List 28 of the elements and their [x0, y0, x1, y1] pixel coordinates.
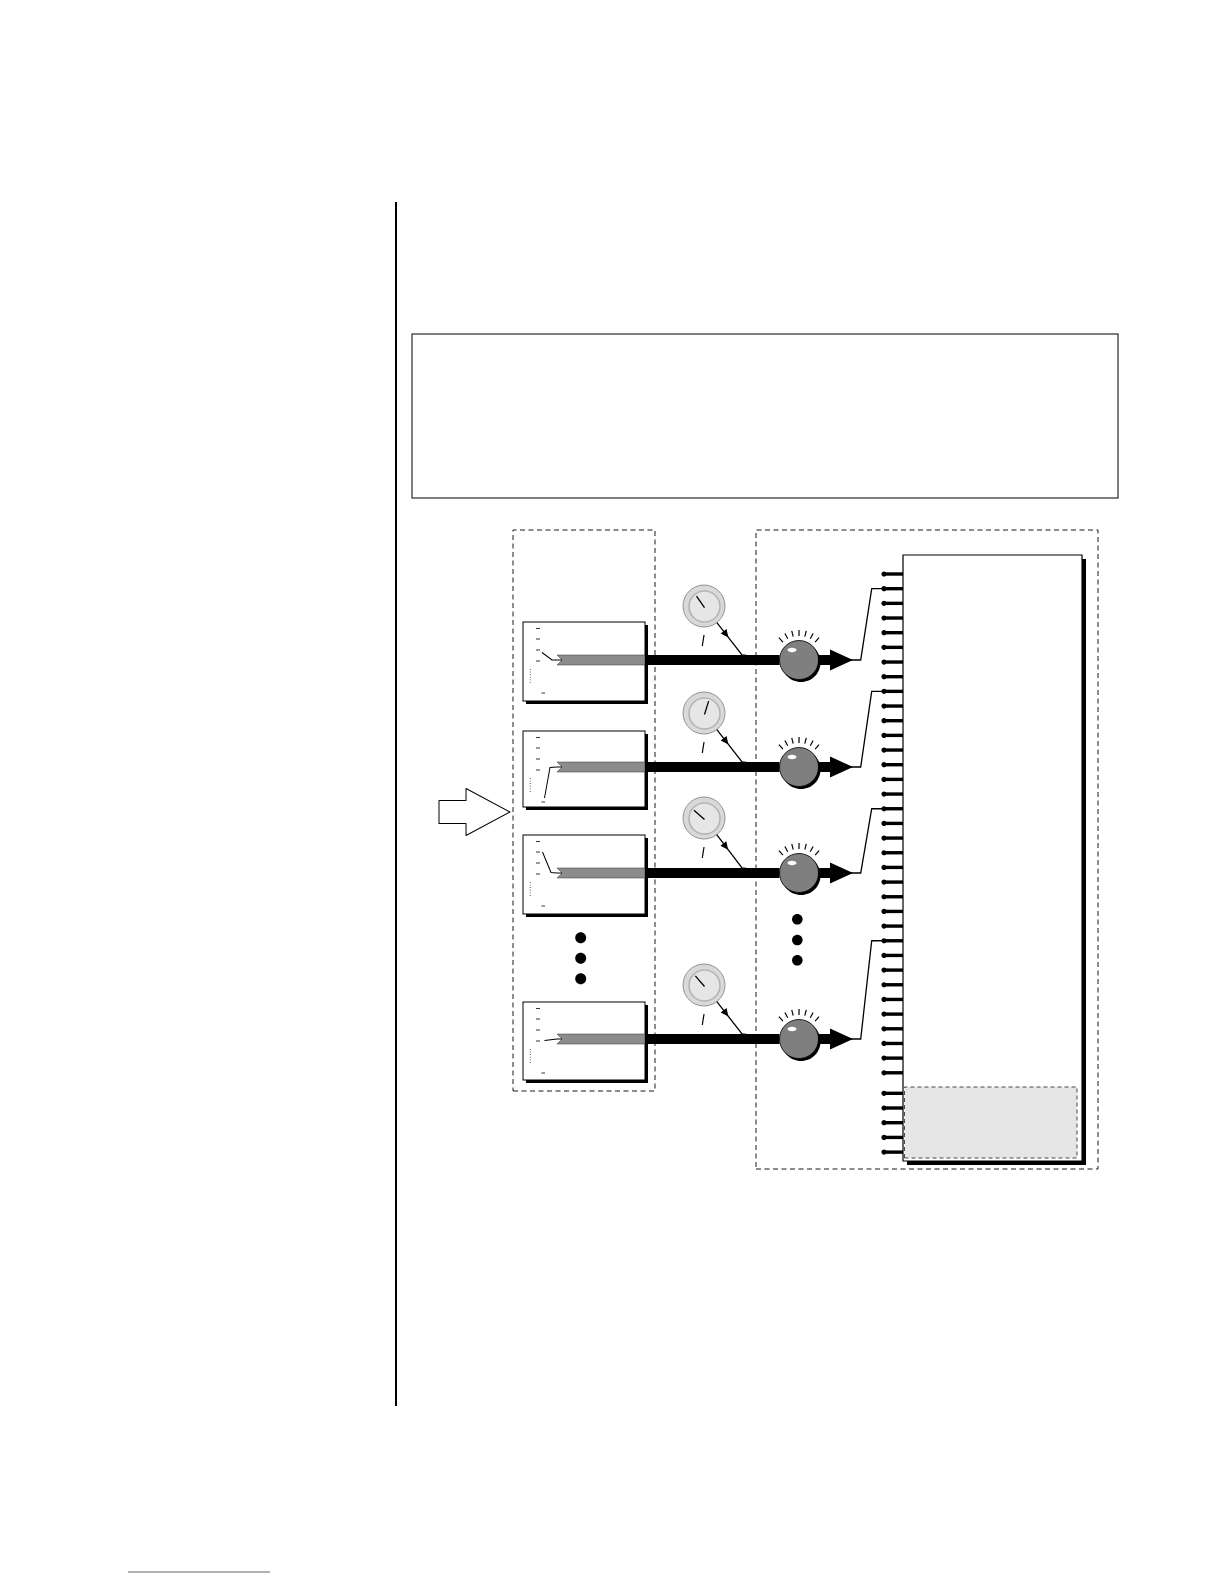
arrow	[716, 1000, 781, 1040]
knob	[778, 842, 821, 895]
knob	[778, 1008, 821, 1061]
shaded-box	[904, 1086, 1078, 1159]
dashed-frame	[512, 529, 656, 1092]
gauge	[682, 691, 726, 735]
thick-line	[645, 1034, 780, 1044]
arrow	[716, 728, 781, 768]
gauge	[682, 584, 726, 628]
knob	[778, 629, 821, 682]
arrow	[716, 834, 781, 874]
arrow	[716, 621, 781, 661]
gauge	[682, 963, 726, 1007]
graph-box	[522, 834, 648, 917]
graph-box	[522, 621, 648, 704]
arrow	[817, 808, 904, 884]
arrow	[817, 690, 904, 778]
dashed-frame	[755, 529, 1099, 1170]
graph-box	[522, 1001, 648, 1083]
thick-line	[645, 655, 780, 665]
knob	[778, 736, 821, 789]
block-arrow	[438, 788, 511, 836]
arrow	[817, 940, 904, 1050]
thick-line	[645, 868, 780, 878]
arrow	[817, 588, 904, 671]
gauge	[682, 796, 726, 840]
empty-frame	[411, 333, 1119, 499]
graph-box	[522, 730, 648, 810]
